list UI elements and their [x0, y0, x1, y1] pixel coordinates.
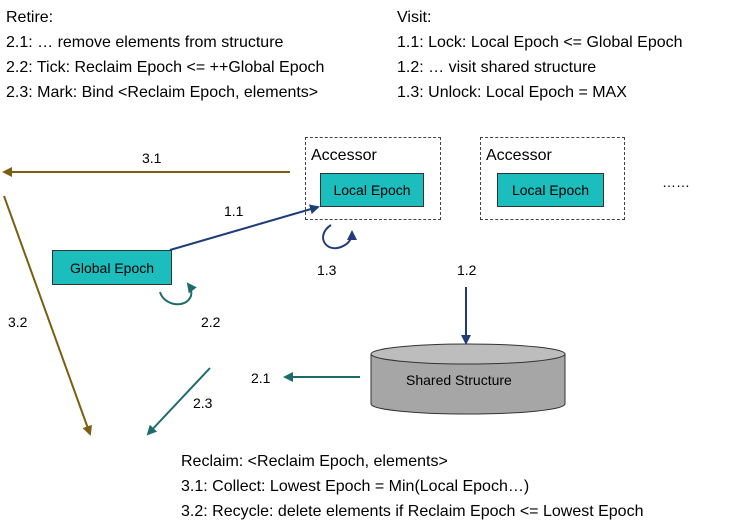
- edge-label-1-2: 1.2: [457, 262, 477, 278]
- reclaim-step-3-1: 3.1: Collect: Lowest Epoch = Min(Local E…: [181, 478, 530, 495]
- more-accessors-ellipsis: ……: [662, 174, 690, 190]
- visit-step-1-3: 1.3: Unlock: Local Epoch = MAX: [397, 84, 627, 101]
- reclaim-step-3-2: 3.2: Recycle: delete elements if Reclaim…: [181, 503, 644, 520]
- accessor-label-2: Accessor: [486, 147, 552, 164]
- arrow-2-2-loop: [159, 282, 197, 306]
- local-epoch-label-2: Local Epoch: [511, 182, 590, 198]
- arrow-1-1: [169, 204, 320, 251]
- edge-label-3-1: 3.1: [142, 150, 162, 166]
- edge-label-2-1: 2.1: [251, 370, 271, 386]
- reclaim-title: Reclaim: <Reclaim Epoch, elements>: [181, 453, 448, 470]
- edge-label-2-3: 2.3: [193, 395, 213, 411]
- edge-label-1-1: 1.1: [224, 203, 244, 219]
- retire-title: Retire:: [6, 9, 54, 26]
- accessor-container-1: [305, 137, 441, 220]
- accessor-container-2: [480, 137, 625, 220]
- retire-step-2-1: 2.1: … remove elements from structure: [6, 34, 284, 51]
- visit-title: Visit:: [397, 9, 432, 26]
- local-epoch-box-2: Local Epoch: [497, 173, 604, 207]
- accessor-label-1: Accessor: [311, 147, 377, 164]
- global-epoch-label: Global Epoch: [69, 259, 155, 276]
- arrow-1-3-loop: [322, 224, 357, 250]
- visit-step-1-1: 1.1: Lock: Local Epoch <= Global Epoch: [397, 34, 683, 51]
- retire-step-2-2: 2.2: Tick: Reclaim Epoch <= ++Global Epo…: [6, 59, 325, 76]
- edge-label-1-3: 1.3: [317, 262, 337, 278]
- retire-step-2-3: 2.3: Mark: Bind <Reclaim Epoch, elements…: [6, 84, 319, 101]
- global-epoch-box: Global Epoch: [52, 250, 172, 285]
- local-epoch-box-1: Local Epoch: [320, 173, 424, 207]
- visit-step-1-2: 1.2: … visit shared structure: [397, 59, 597, 76]
- edge-label-3-2: 3.2: [8, 314, 28, 330]
- shared-structure-label: Shared Structure: [406, 372, 512, 388]
- edge-label-2-2: 2.2: [201, 314, 221, 330]
- local-epoch-label-1: Local Epoch: [333, 182, 411, 198]
